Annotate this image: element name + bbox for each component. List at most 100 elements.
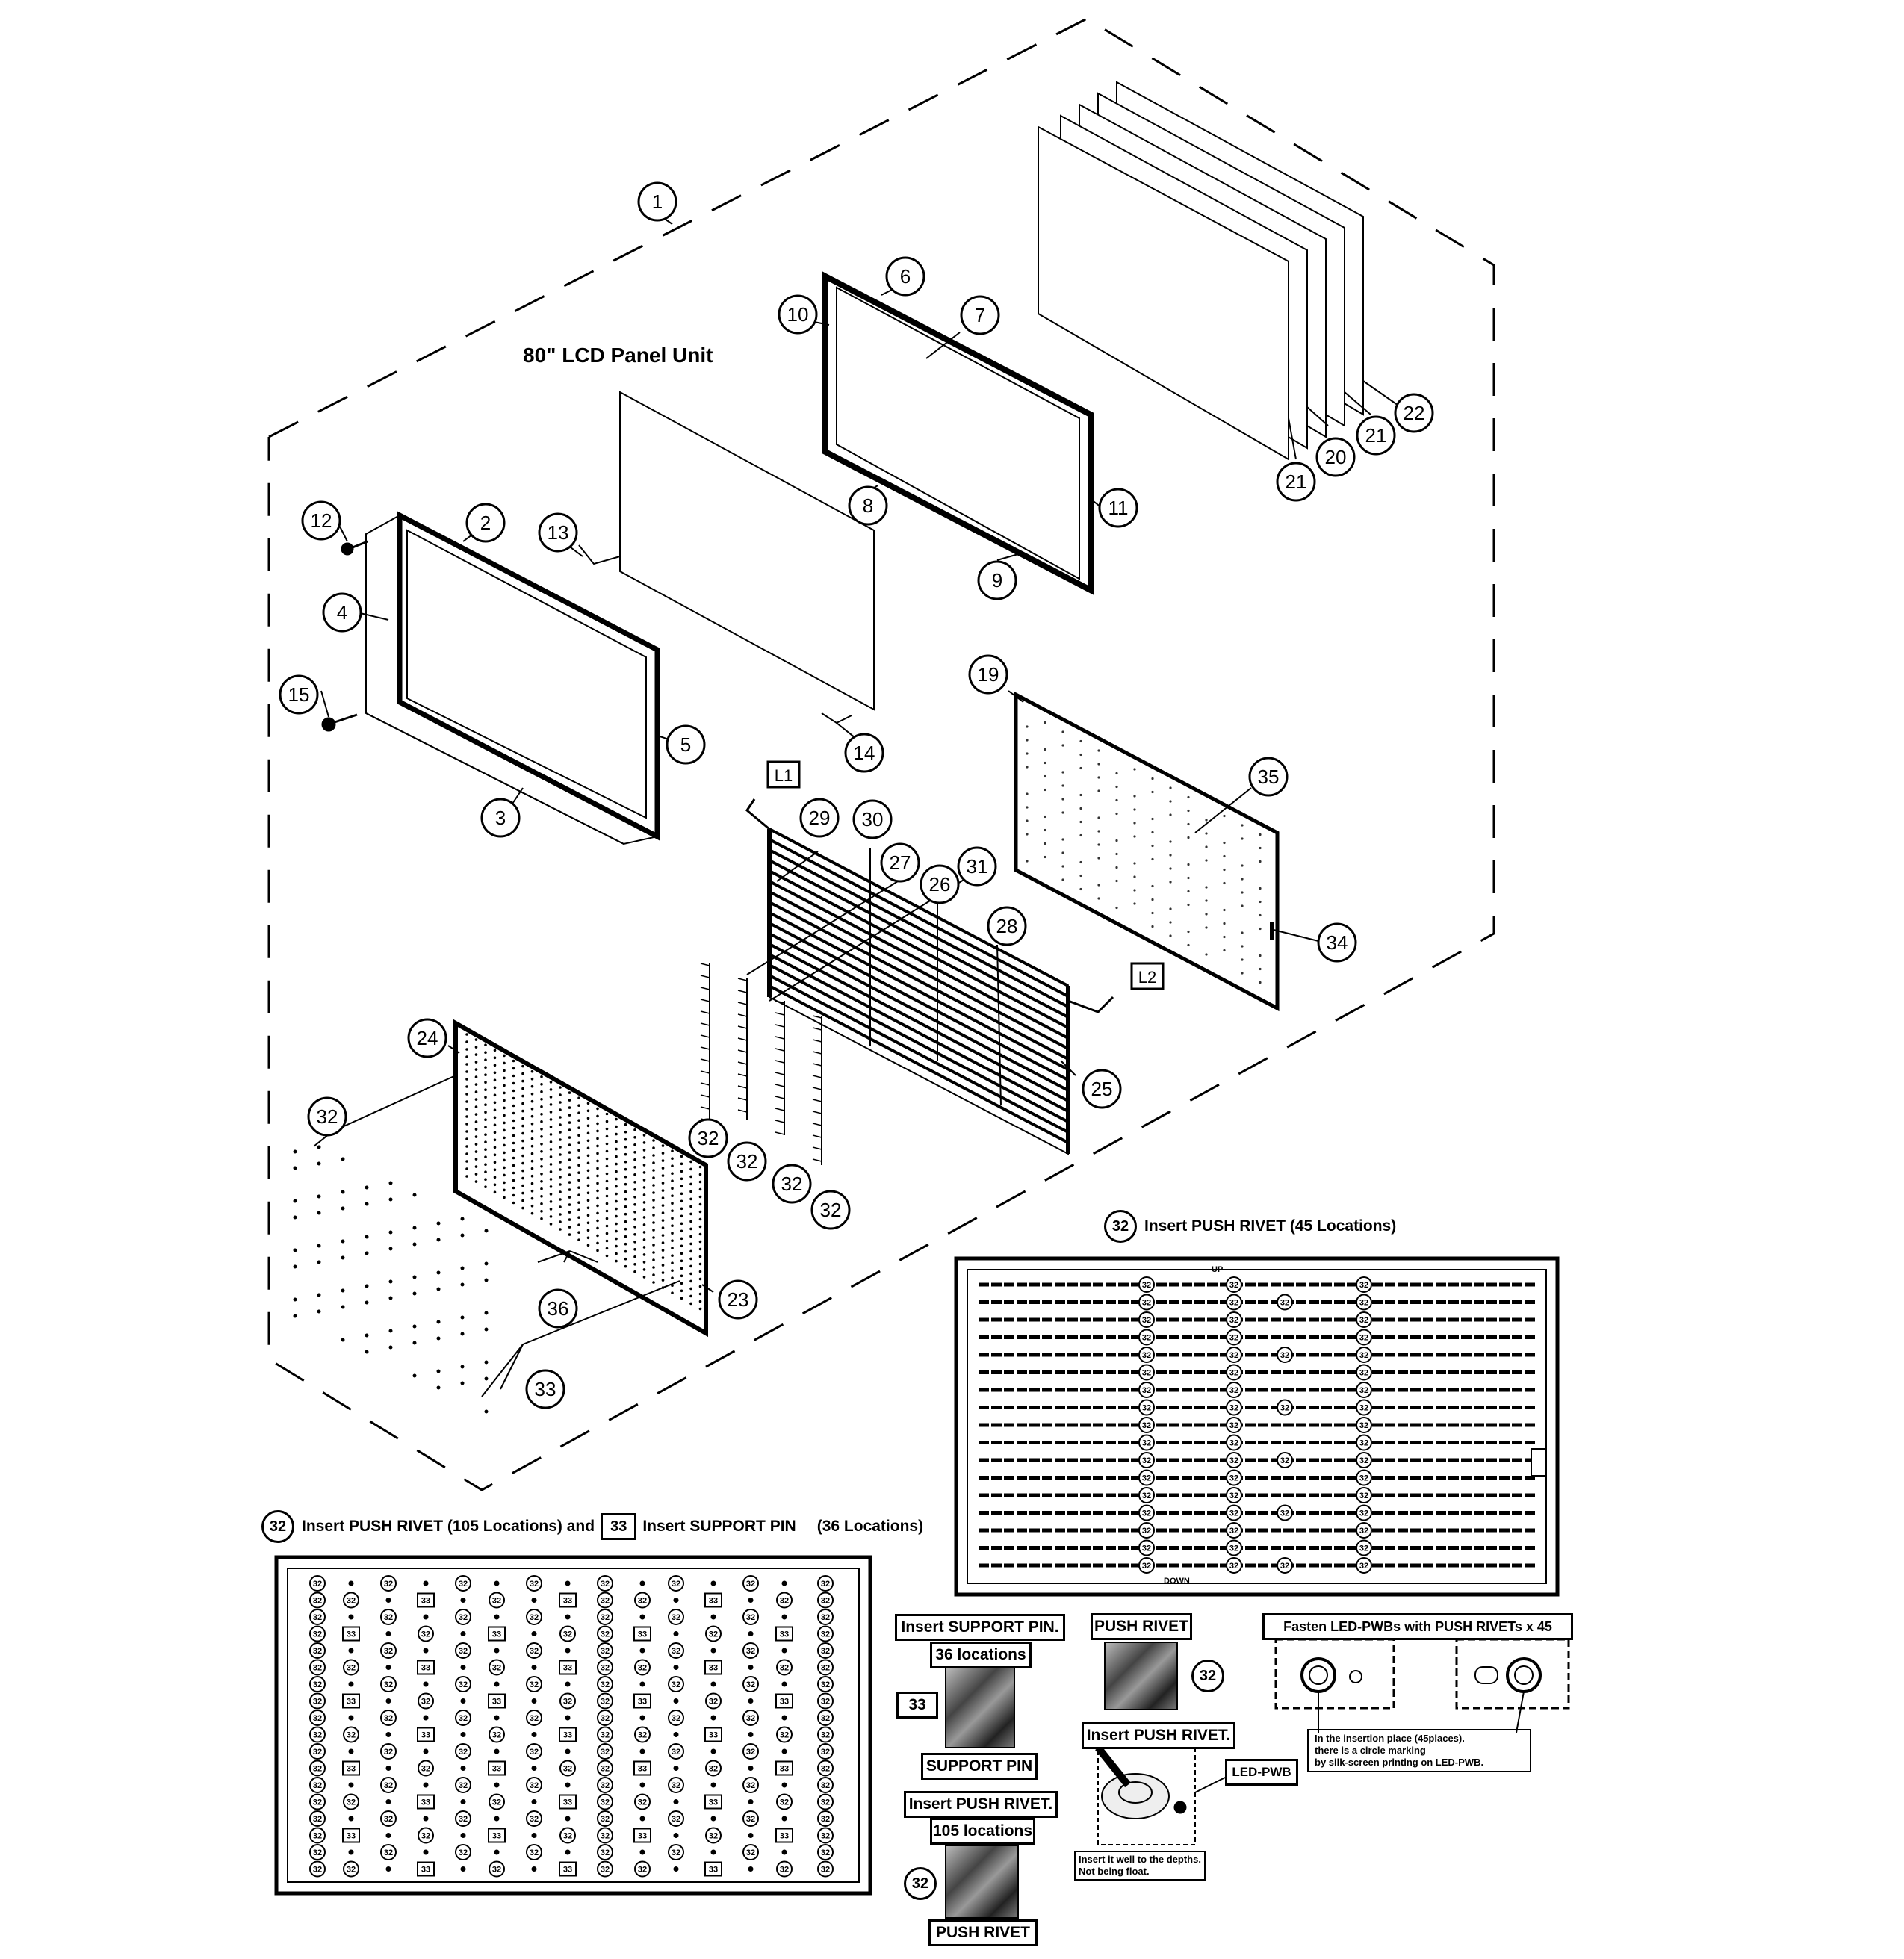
rivet-dot (531, 1866, 537, 1872)
rivet-dot (565, 1849, 571, 1855)
rivet-marker-label: 32 (1359, 1299, 1368, 1308)
rivet-marker-label: 32 (1229, 1299, 1238, 1308)
board45-down-label: DOWN (1164, 1577, 1190, 1586)
rivet-marker: 32 (1138, 1557, 1155, 1574)
marker-label: 32 (638, 1731, 647, 1740)
marker-label: 32 (821, 1765, 830, 1774)
marker-label: 32 (384, 1714, 393, 1723)
rivet-marker: 32 (455, 1777, 471, 1793)
rivet105-num: 32 (261, 1510, 294, 1543)
rivet-marker: 32 (455, 1743, 471, 1760)
rivet-marker: 32 (1138, 1487, 1155, 1503)
rivet-dot (348, 1782, 354, 1788)
rivet-dot (531, 1766, 537, 1771)
callout-label: 10 (787, 303, 809, 326)
rivet-dot (748, 1732, 754, 1737)
rivet-dot (531, 1598, 537, 1603)
rivet-marker-label: 32 (1359, 1386, 1368, 1395)
rivet-marker: 32 (817, 1592, 834, 1609)
support-pin-marker: 33 (559, 1861, 577, 1877)
rear-plate (453, 1019, 708, 1338)
rivet45-caption-text: Insert PUSH RIVET (45 Locations) (1144, 1217, 1397, 1235)
rivet-marker: 32 (309, 1726, 326, 1743)
marker-label: 32 (492, 1664, 501, 1673)
support-pin-marker: 33 (633, 1760, 651, 1776)
marker-label: 32 (638, 1798, 647, 1807)
rivet-marker-label: 32 (1229, 1369, 1238, 1378)
marker-label: 32 (709, 1765, 718, 1774)
marker-label: 32 (709, 1630, 718, 1639)
rivet-marker: 32 (309, 1710, 326, 1726)
marker-label: 32 (459, 1848, 468, 1857)
callout-label: 27 (890, 851, 911, 874)
marker-label: 33 (638, 1698, 647, 1707)
marker-label: 32 (821, 1613, 830, 1622)
rivet-marker: 32 (1356, 1469, 1372, 1486)
support-pin-marker: 33 (417, 1660, 435, 1675)
rivet-marker: 32 (1138, 1434, 1155, 1451)
callout-label: 25 (1091, 1078, 1113, 1100)
rivet-marker-label: 32 (1280, 1509, 1289, 1518)
rivet-marker: 32 (343, 1592, 359, 1609)
rivet-marker: 32 (309, 1827, 326, 1844)
marker-label: 32 (313, 1866, 322, 1875)
rivet-dot (531, 1732, 537, 1737)
rivet-marker: 32 (418, 1827, 434, 1844)
callout-27: 27 (880, 842, 920, 883)
marker-label: 33 (421, 1664, 430, 1673)
rivet-marker-label: 32 (1229, 1456, 1238, 1465)
marker-label: 32 (601, 1680, 610, 1689)
support-pin-label: SUPPORT PIN (921, 1753, 1038, 1780)
marker-label: 32 (709, 1698, 718, 1707)
rivet-marker: 32 (597, 1760, 613, 1777)
rivet-marker-label: 32 (1359, 1369, 1368, 1378)
marker-label: 32 (601, 1714, 610, 1723)
marker-label: 32 (530, 1580, 539, 1589)
rivet-dot (748, 1799, 754, 1804)
rivet-dot (639, 1715, 645, 1721)
rivet-dot (673, 1698, 679, 1704)
rivet-dot (385, 1732, 391, 1737)
rivet-dot (460, 1799, 466, 1804)
rivet-marker: 32 (597, 1625, 613, 1642)
rivet-marker: 32 (309, 1810, 326, 1827)
rivet-marker-label: 32 (1229, 1334, 1238, 1343)
support-pin-marker: 33 (488, 1760, 506, 1776)
rivet-marker: 32 (817, 1726, 834, 1743)
marker-label: 32 (459, 1613, 468, 1622)
rivet-marker: 32 (817, 1659, 834, 1676)
marker-label: 32 (821, 1798, 830, 1807)
rivet-dot (385, 1766, 391, 1771)
marker-label: 32 (746, 1781, 755, 1790)
marker-label: 32 (821, 1815, 830, 1824)
marker-label: 32 (601, 1832, 610, 1841)
support-pin-marker: 33 (342, 1828, 360, 1843)
marker-label: 32 (459, 1647, 468, 1656)
rivet-dot (710, 1816, 716, 1822)
rivet-marker: 32 (1277, 1399, 1293, 1416)
marker-label: 32 (672, 1647, 680, 1656)
marker-label: 33 (492, 1698, 501, 1707)
rivet-marker: 32 (380, 1777, 397, 1793)
rivet-marker: 32 (1226, 1294, 1242, 1311)
callout-label: 32 (737, 1150, 758, 1173)
marker-label: 32 (780, 1798, 789, 1807)
marker-label: 32 (313, 1798, 322, 1807)
rivet-marker: 32 (1226, 1504, 1242, 1521)
callout-36: 36 (538, 1288, 578, 1329)
rivet-marker-label: 32 (1229, 1421, 1238, 1430)
rivet-marker: 32 (1356, 1557, 1372, 1574)
rivet-marker: 32 (742, 1710, 759, 1726)
push-rivet-label: PUSH RIVET (928, 1919, 1038, 1946)
callout-label: 2 (480, 512, 491, 534)
rivet-dot (748, 1665, 754, 1670)
rivet-marker: 32 (634, 1592, 651, 1609)
marker-label: 32 (672, 1815, 680, 1824)
rivet-marker: 32 (1356, 1364, 1372, 1381)
rivet-dot (494, 1782, 500, 1788)
rivet-marker: 32 (559, 1625, 576, 1642)
marker-label: 32 (563, 1698, 572, 1707)
support-pin-marker: 33 (559, 1794, 577, 1810)
rivet-marker-label: 32 (1280, 1562, 1289, 1571)
